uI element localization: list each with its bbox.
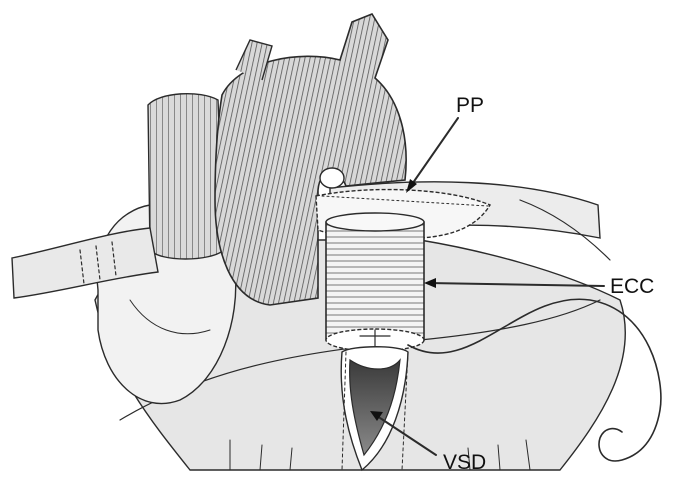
pp-arrow <box>408 118 458 190</box>
vsd-label: VSD <box>443 451 486 474</box>
superior-vena-cava <box>148 94 224 259</box>
ecc-label: ECC <box>610 275 654 298</box>
pp-label: PP <box>456 94 484 117</box>
extracardiac-conduit <box>326 213 424 351</box>
